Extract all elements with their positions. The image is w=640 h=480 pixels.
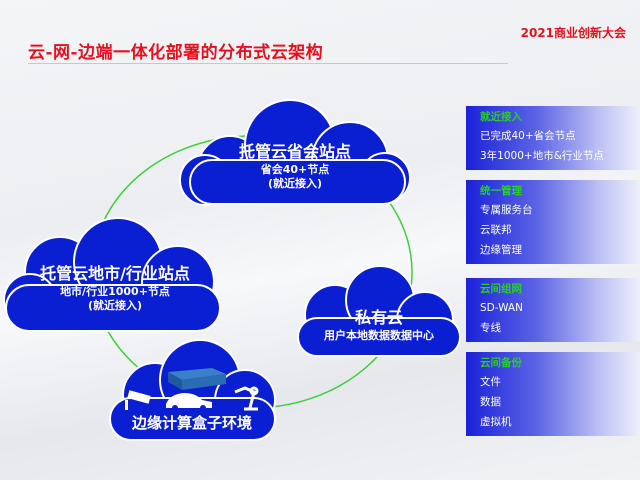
cloud-private — [297, 265, 461, 357]
cloud-provincial-label: 托管云省会站点 省会40+节点 (就近接入) — [200, 142, 390, 191]
panel-heading: 统一管理 — [480, 185, 522, 197]
cloud-subtitle: 省会40+节点 — [260, 162, 330, 176]
panel-heading: 云间组网 — [480, 283, 522, 295]
panel-heading: 云间备份 — [480, 357, 522, 369]
cloud-title: 托管云地市/行业站点 — [40, 264, 190, 283]
cloud-municipal-label: 托管云地市/行业站点 地市/行业1000+节点 (就近接入) — [15, 264, 215, 313]
car-icon — [166, 393, 212, 411]
cloud-note: (就近接入) — [87, 299, 143, 313]
panel-networking: 云间组网 SD-WAN 专线 — [466, 278, 640, 342]
cloud-edge-label: 边缘计算盒子环境 — [112, 414, 272, 434]
panel-item: 云联邦 — [480, 224, 512, 236]
panel-item: 专属服务台 — [480, 204, 533, 216]
cloud-note: (就近接入) — [267, 177, 323, 191]
panel-backup: 云间备份 文件 数据 虚拟机 — [466, 352, 640, 436]
panel-item: 边缘管理 — [480, 244, 522, 256]
panel-access: 就近接入 已完成40+省会节点 3年1000+地市&行业节点 — [466, 106, 640, 170]
panel-heading: 就近接入 — [480, 111, 522, 123]
cloud-edge — [109, 339, 276, 441]
title-divider — [28, 63, 508, 64]
cloud-municipal — [3, 217, 221, 332]
panel-item: 专线 — [480, 322, 501, 334]
camera-icon — [125, 390, 151, 410]
cloud-provincial — [179, 99, 411, 206]
panel-item: 数据 — [480, 396, 501, 408]
page-title: 云-网-边端一体化部署的分布式云架构 — [28, 43, 324, 63]
event-brand: 2021商业创新大会 — [520, 26, 626, 40]
panel-item: 已完成40+省会节点 — [480, 130, 576, 142]
panel-item: 虚拟机 — [480, 416, 512, 428]
cloud-title: 托管云省会站点 — [238, 142, 351, 161]
panel-item: SD-WAN — [480, 302, 523, 314]
panel-management: 统一管理 专属服务台 云联邦 边缘管理 — [466, 180, 640, 264]
edge-box-icon — [168, 368, 226, 390]
panel-item: 3年1000+地市&行业节点 — [480, 150, 604, 162]
cloud-title: 边缘计算盒子环境 — [131, 414, 252, 432]
cloud-title: 私有云 — [354, 308, 403, 327]
cloud-private-label: 私有云 用户本地数据数据中心 — [300, 308, 458, 343]
cloud-subtitle: 用户本地数据数据中心 — [324, 328, 434, 342]
robot-arm-icon — [234, 386, 259, 411]
panel-item: 文件 — [480, 376, 501, 388]
cloud-subtitle: 地市/行业1000+节点 — [60, 284, 170, 298]
